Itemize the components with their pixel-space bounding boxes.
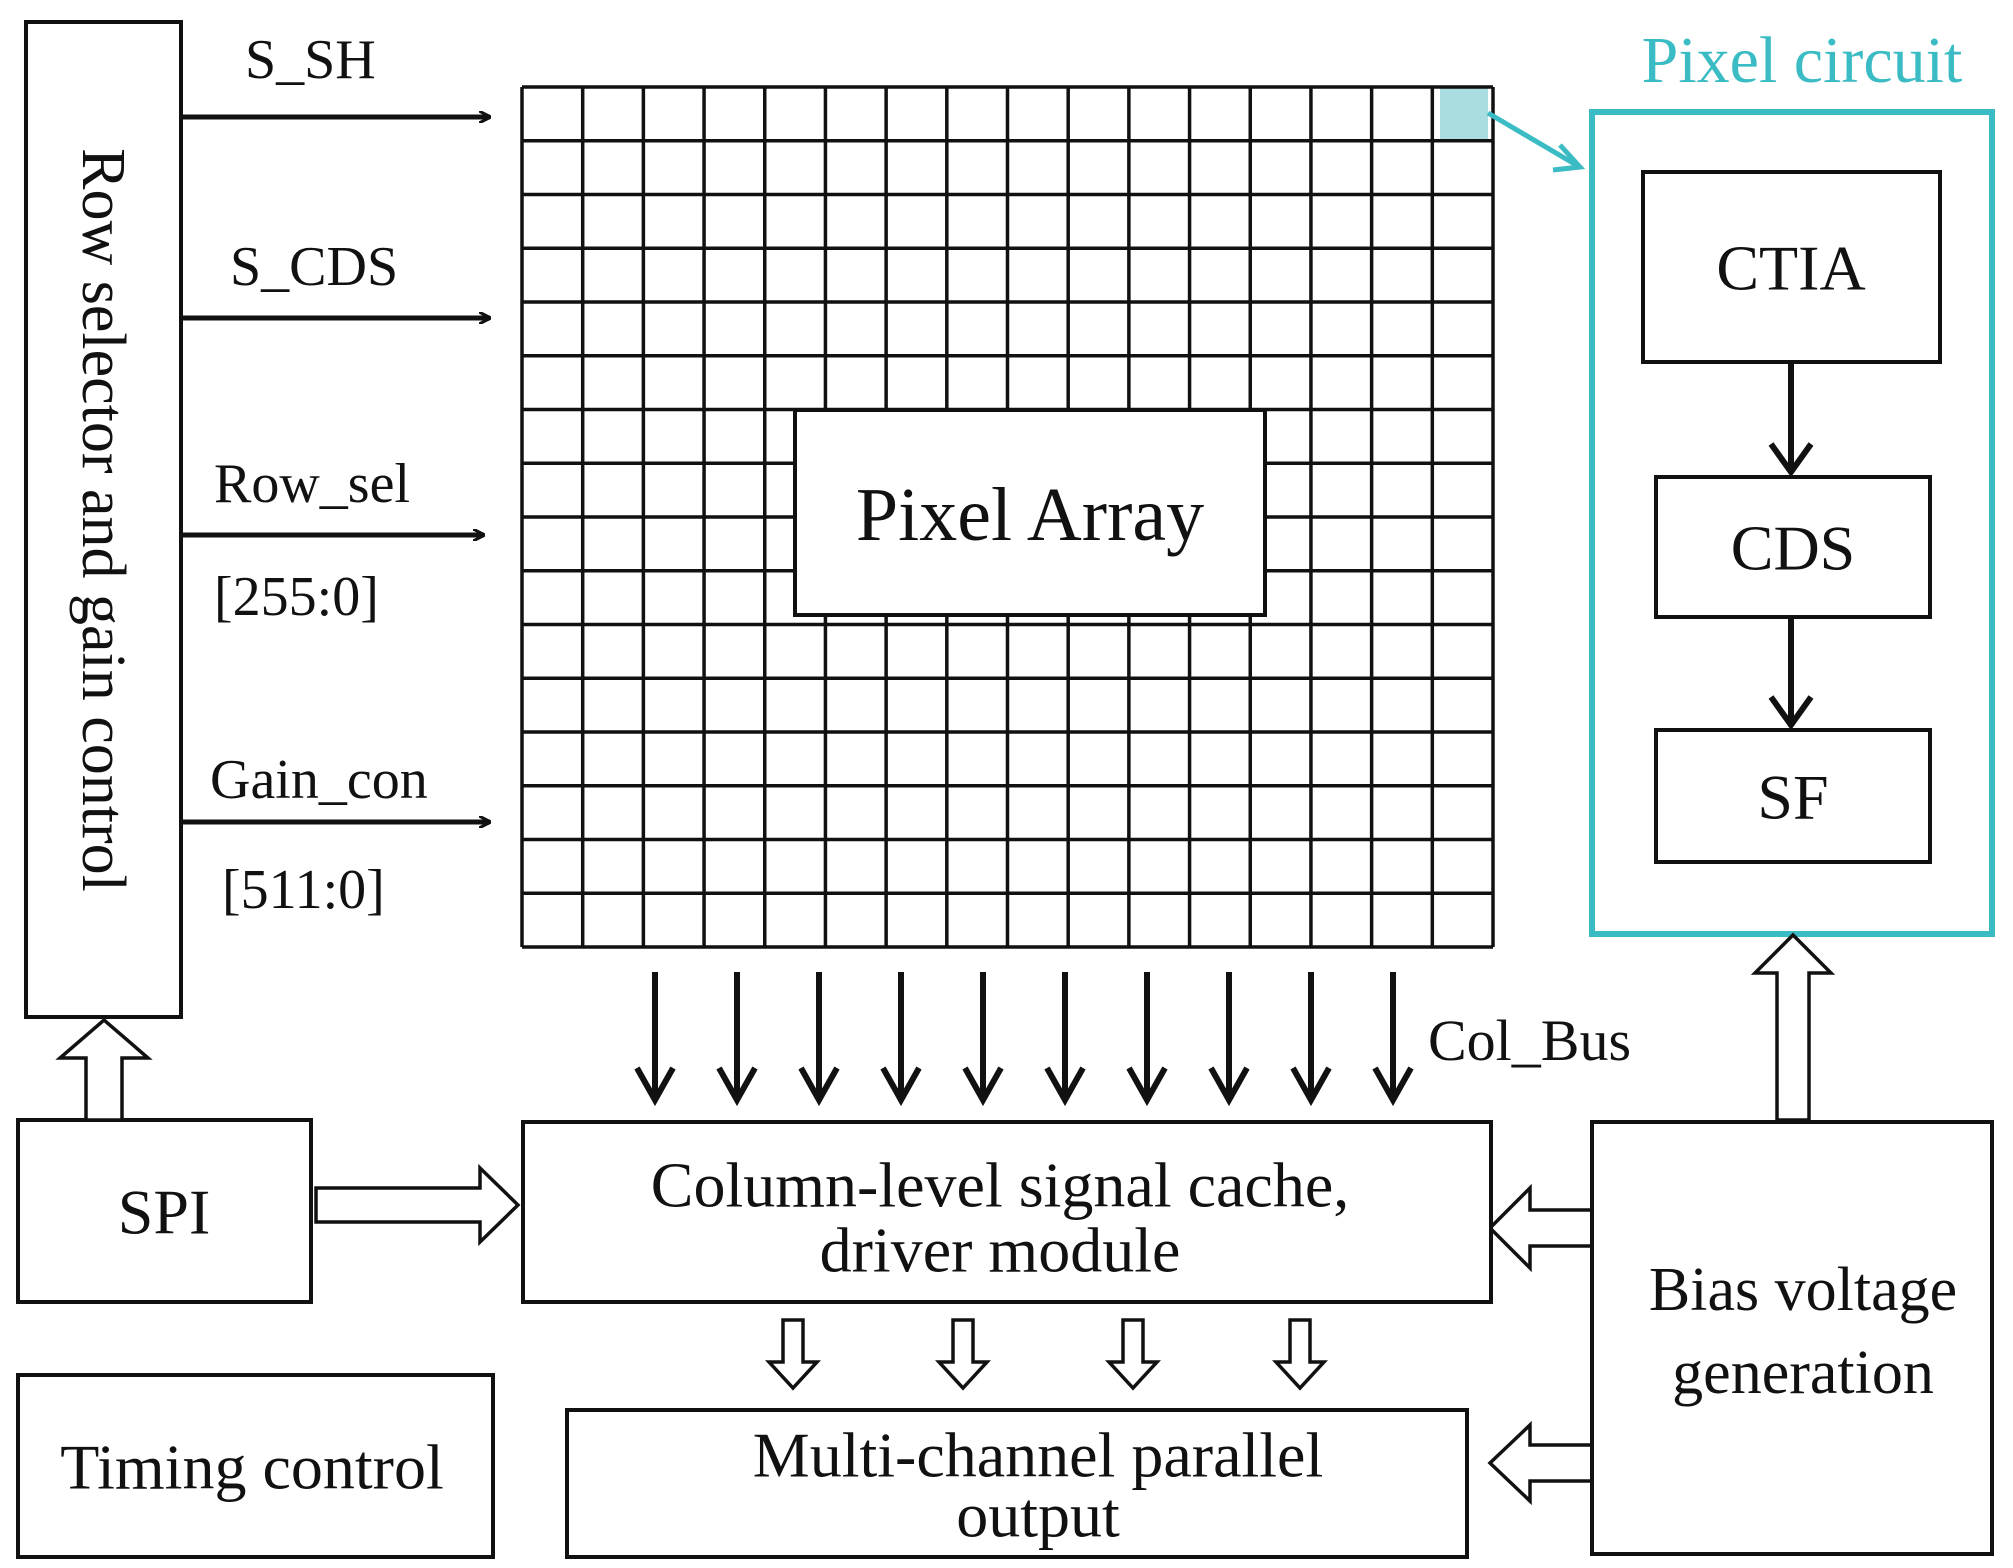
bias-to-output-arrow (1487, 1420, 1594, 1506)
bias-to-pixel-circuit-arrow (1750, 932, 1836, 1122)
column-bus-arrowhead (798, 1066, 840, 1107)
cds-block: CDS (1654, 475, 1932, 619)
timing-block: Timing control (16, 1373, 495, 1559)
bias-to-column-cache-arrow (1487, 1183, 1594, 1273)
pixel-array: Pixel Array (520, 85, 1495, 949)
pixel-circuit-title: Pixel circuit (1642, 24, 1963, 97)
column-bus-arrowhead (1290, 1066, 1332, 1107)
col-bus-label: Col_Bus (1428, 1008, 1631, 1073)
hollow-arrows (55, 932, 1836, 1506)
row-signal-lines (181, 117, 490, 822)
spi-block: SPI (16, 1118, 313, 1304)
column-bus-arrowhead (880, 1066, 922, 1107)
column-cache-line2: driver module (820, 1215, 1181, 1286)
column-bus-arrowhead (1126, 1066, 1168, 1107)
spi-to-column-cache-arrow (314, 1163, 521, 1247)
row-signal-labels: S_SH S_CDS Row_sel [255:0] Gain_con [511… (210, 29, 428, 921)
column-bus-arrows (634, 972, 1414, 1107)
column-bus-arrowhead (962, 1066, 1004, 1107)
bias-line2: generation (1672, 1339, 1934, 1407)
timing-label: Timing control (60, 1432, 443, 1503)
row-selector-block: Row selector and gain control (24, 20, 183, 1019)
column-bus-arrowhead (1208, 1066, 1250, 1107)
cache-to-output-arrow (765, 1318, 821, 1391)
output-block: Multi-channel parallel output (565, 1408, 1469, 1559)
pixel-circuit-pointer (1486, 110, 1586, 173)
output-line2: output (956, 1480, 1120, 1551)
cache-to-output-arrow (1105, 1318, 1161, 1391)
gain-con-label: Gain_con (210, 749, 428, 811)
pixel-array-label-box (793, 408, 1267, 617)
column-bus-arrowhead (1372, 1066, 1414, 1107)
spi-label: SPI (118, 1177, 211, 1248)
s-cds-label: S_CDS (230, 236, 398, 298)
ctia-label: CTIA (1716, 233, 1865, 304)
column-bus-arrowhead (634, 1066, 676, 1107)
ctia-block: CTIA (1641, 170, 1942, 364)
s-sh-label: S_SH (245, 29, 376, 91)
cache-to-output-arrows (765, 1318, 1328, 1391)
column-cache-line1: Column-level signal cache, (651, 1150, 1349, 1221)
column-bus-arrowhead (1044, 1066, 1086, 1107)
highlighted-pixel (1440, 87, 1488, 140)
pixel-circuit-block: Pixel circuit CTIA CDS SF (1589, 24, 1995, 937)
cache-to-output-arrow (935, 1318, 991, 1391)
output-line1: Multi-channel parallel (753, 1420, 1323, 1491)
row-selector-label: Row selector and gain control (69, 148, 137, 892)
spi-to-row-selector-arrow (55, 1017, 153, 1122)
bias-block: Bias voltage generation (1590, 1120, 1994, 1556)
column-bus-arrowhead (716, 1066, 758, 1107)
pixel-array-label: Pixel Array (856, 473, 1204, 557)
column-cache-block: Column-level signal cache, driver module (521, 1120, 1493, 1304)
row-sel-range: [255:0] (214, 566, 379, 628)
cache-to-output-arrow (1272, 1318, 1328, 1391)
cds-label: CDS (1731, 513, 1856, 584)
bias-line1: Bias voltage (1649, 1256, 1957, 1324)
row-sel-label: Row_sel (214, 453, 410, 515)
gain-con-range: [511:0] (222, 859, 385, 921)
sf-block: SF (1654, 728, 1932, 864)
sf-label: SF (1757, 762, 1828, 833)
